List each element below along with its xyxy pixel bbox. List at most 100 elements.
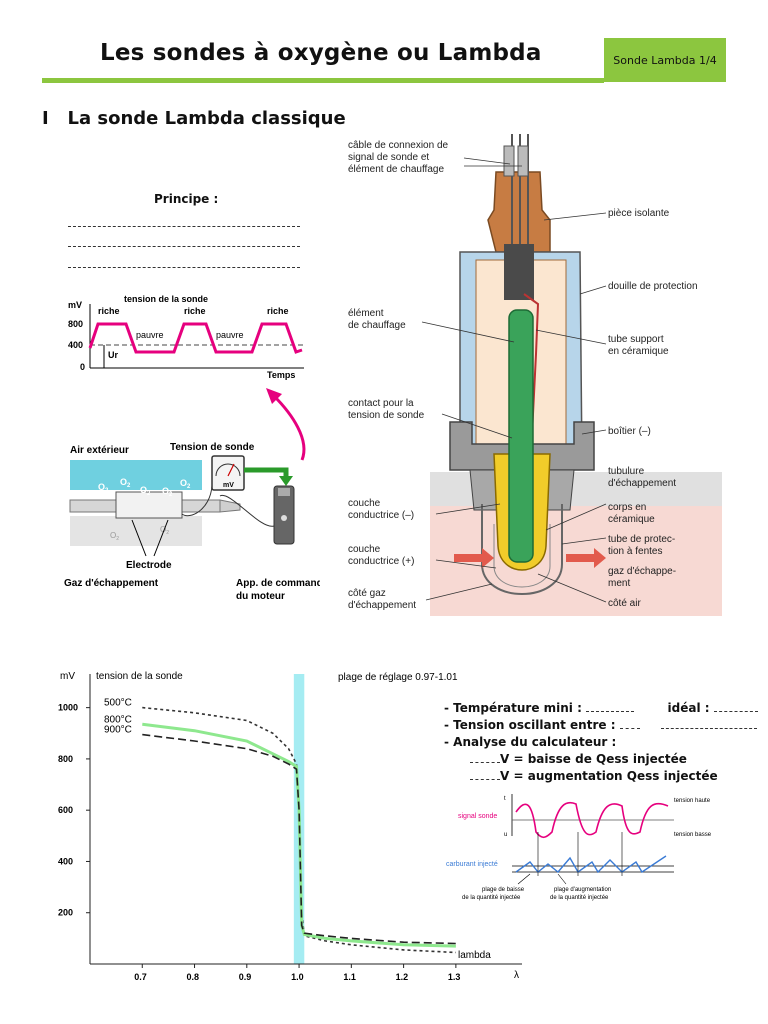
o2-molecule: O2 <box>120 477 131 489</box>
band-label: plage de réglage 0.97-1.01 <box>338 672 458 683</box>
cutaway-label: signal de sonde et <box>348 152 429 163</box>
y-tick-label: 400 <box>58 856 73 866</box>
air-label: Air extérieur <box>70 445 129 456</box>
ecu-label: App. de commande <box>236 578 320 589</box>
ideal-label: idéal : <box>667 701 710 715</box>
heating-element <box>508 309 534 563</box>
fill-in-line <box>68 267 300 268</box>
y-tick-label: 800 <box>58 754 73 764</box>
exhaust-label: Gaz d'échappement <box>64 578 159 589</box>
page-tag: Sonde Lambda 1/4 <box>604 38 726 82</box>
section-title-text: La sonde Lambda classique <box>67 108 346 129</box>
slotted-tube <box>481 504 563 595</box>
graph-unit: mV <box>68 300 82 310</box>
tension-label: - Tension oscillant entre : <box>444 718 616 732</box>
x-axis-symbol: λ <box>514 970 519 981</box>
cutaway-label: ment <box>608 578 630 589</box>
cutaway-label: en céramique <box>608 346 669 357</box>
cutaway-label: tension de sonde <box>348 410 425 421</box>
probe-schematic: Air extérieur O2 O2 O2 O2 O2 O2 O2 Tensi… <box>64 442 320 602</box>
series-label: 500°C <box>104 698 132 709</box>
x-tick-label: 1.0 <box>291 972 304 982</box>
signal-curve <box>88 322 303 354</box>
x-tick-label: 1.1 <box>343 972 356 982</box>
cutaway-label: élément <box>348 308 384 319</box>
cutaway-label: d'échappement <box>348 600 416 611</box>
cutaway-label: conductrice (–) <box>348 510 414 521</box>
cutaway-label: d'échappement <box>608 478 676 489</box>
cutaway-label: tube support <box>608 334 664 345</box>
plage-baisse-label: de la quantité injectée <box>462 895 521 901</box>
connector-arrow <box>266 388 306 461</box>
page-title: Les sondes à oxygène ou Lambda <box>100 40 542 66</box>
label-riche: riche <box>98 306 120 316</box>
blank-field <box>470 769 500 780</box>
electrode-label: Electrode <box>126 560 172 571</box>
tension-haute-label: tension haute <box>674 798 711 804</box>
label-riche: riche <box>184 306 206 316</box>
graph-title: tension de la sonde <box>124 294 208 304</box>
air-zone <box>70 460 202 490</box>
blank-field <box>619 718 640 729</box>
x-tick-label: 1.3 <box>448 972 461 982</box>
aug-row: V = augmentation Qess injectée <box>444 768 758 785</box>
blank-field <box>713 701 758 712</box>
x-tick-label: 0.9 <box>239 972 252 982</box>
volt-unit: V <box>500 752 510 766</box>
series-line <box>142 722 456 948</box>
cutaway-label: câble de connexion de <box>348 140 449 151</box>
cutaway-label: côté air <box>608 598 641 609</box>
temp-label: - Température mini : <box>444 701 582 715</box>
ecu-label: du moteur <box>236 591 285 602</box>
o2-molecule: O2 <box>98 482 109 494</box>
y-tick-label: 1000 <box>58 703 78 713</box>
blank-field <box>470 752 500 763</box>
section-title: I La sonde Lambda classique <box>42 108 346 129</box>
cutaway-label: céramique <box>608 514 655 525</box>
y-tick-label: 600 <box>58 805 73 815</box>
cutaway-label: conductrice (+) <box>348 556 414 567</box>
analyse-label: - Analyse du calculateur : <box>444 735 617 749</box>
axis-u: u <box>504 832 507 838</box>
time-label: Temps <box>267 370 295 380</box>
x-axis-label: lambda <box>458 950 491 961</box>
graph-ytick: 0 <box>80 362 85 372</box>
cutaway-label: douille de protection <box>608 281 698 292</box>
section-number: I <box>42 108 49 129</box>
mini-signal-curve <box>515 801 669 839</box>
tension-row: - Tension oscillant entre : <box>444 717 758 734</box>
principe-label: Principe : <box>154 192 219 206</box>
mini-signal-chart: t u signal sonde tension haute tension b… <box>446 794 712 901</box>
x-tick-label: 0.8 <box>187 972 200 982</box>
ur-label: Ur <box>108 350 118 360</box>
cutaway-label: de chauffage <box>348 320 406 331</box>
cutaway-label: tubulure <box>608 466 645 477</box>
series-label: 800°C <box>104 714 132 725</box>
label-pauvre: pauvre <box>136 330 164 340</box>
blank-field <box>586 701 635 712</box>
signal-graph: mV 800 400 0 tension de la sonde riche r… <box>68 294 304 380</box>
o2-molecule: O2 <box>162 486 173 498</box>
cutaway-label: tion à fentes <box>608 546 662 557</box>
info-list: - Température mini : idéal : - Tension o… <box>444 700 758 785</box>
o2-molecule: O2 <box>110 531 119 542</box>
aug-text: = augmentation Qess injectée <box>513 769 718 783</box>
o2-molecule: O2 <box>180 478 191 490</box>
baisse-row: V = baisse de Qess injectée <box>444 751 758 768</box>
fuel-label: carburant injecté <box>446 861 498 868</box>
axis-t: t <box>504 796 506 802</box>
tension-basse-label: tension basse <box>674 832 712 838</box>
o2-molecule: O2 <box>140 485 151 497</box>
cutaway-label: couche <box>348 544 381 555</box>
chart-unit: mV <box>60 671 75 682</box>
cutaway-label: corps en <box>608 502 646 513</box>
fill-in-line <box>68 246 300 247</box>
chart-axes <box>89 674 522 965</box>
chart-title: tension de la sonde <box>96 671 183 682</box>
cutaway-label: côté gaz <box>348 588 386 599</box>
cutaway-label: pièce isolante <box>608 208 670 219</box>
meter-unit: mV <box>223 482 234 489</box>
plage-baisse-label: plage de baisse <box>482 887 525 893</box>
mini-fuel-curve <box>515 855 667 874</box>
temp-row: - Température mini : idéal : <box>444 700 758 717</box>
